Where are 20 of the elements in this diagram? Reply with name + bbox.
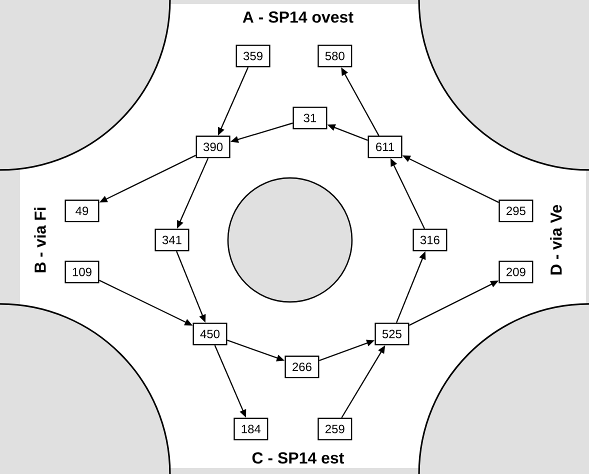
count-box: 295 (498, 200, 534, 222)
count-box: 266 (284, 356, 320, 378)
count-box: 316 (412, 228, 448, 252)
count-box: 390 (196, 136, 230, 158)
count-box: 359 (236, 44, 270, 68)
road-name: B - via Fi (34, 208, 46, 272)
count-box: 450 (192, 322, 228, 346)
count-box: 109 (64, 260, 100, 284)
count-box: 184 (234, 418, 268, 440)
road-name: C - SP14 est (252, 452, 344, 464)
count-box: 209 (498, 260, 534, 284)
count-box: 580 (318, 44, 352, 68)
count-box: 259 (318, 418, 352, 440)
count-box: 611 (368, 136, 402, 158)
count-box: 49 (64, 200, 100, 222)
count-box: 31 (292, 106, 328, 130)
road-name: D - via Ve (550, 204, 562, 274)
count-box: 341 (154, 228, 190, 252)
count-box: 525 (374, 322, 410, 346)
road-name: A - SP14 ovest (242, 11, 354, 23)
